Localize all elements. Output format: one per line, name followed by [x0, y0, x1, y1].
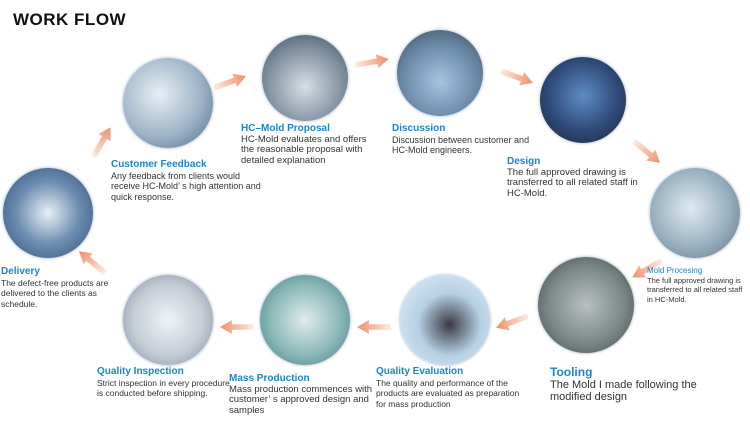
- step-title: Design: [507, 156, 541, 167]
- design-photo: [540, 57, 626, 143]
- discussion-photo: [397, 30, 483, 116]
- step-description: The full approved drawing is transferred…: [507, 166, 638, 199]
- quality-inspection-photo: [123, 275, 213, 365]
- step-title: Delivery: [1, 266, 40, 277]
- tooling-photo: [538, 257, 634, 353]
- step-description: The quality and performance of the produ…: [376, 377, 520, 409]
- step-description: Mass production commences with customer’…: [229, 383, 373, 416]
- step-description: The defect-free products are delivered t…: [1, 277, 109, 309]
- customer-feedback-photo: [123, 58, 213, 148]
- arrow-icon: [87, 124, 116, 160]
- quality-evaluation-photo: [400, 275, 490, 365]
- step-title: Tooling: [550, 365, 593, 379]
- step-description: The full approved drawing is transferred…: [647, 275, 743, 304]
- step-description: Discussion between customer and HC-Mold …: [392, 134, 530, 156]
- step-title: Discussion: [392, 123, 446, 134]
- arrow-icon: [357, 320, 391, 334]
- arrow-icon: [354, 52, 390, 72]
- arrow-icon: [220, 320, 254, 334]
- step-description: HC-Mold evaluates and offers the reasona…: [241, 133, 367, 166]
- proposal-photo: [262, 35, 348, 121]
- page-title: WORK FLOW: [13, 10, 127, 29]
- mass-production-photo: [260, 275, 350, 365]
- step-description: Any feedback from clients would receive …: [111, 170, 261, 202]
- mold-processing-photo: [650, 168, 740, 258]
- step-title: HC–Mold Proposal: [241, 123, 330, 134]
- arrow-icon: [494, 310, 531, 335]
- step-title: Customer Feedback: [111, 159, 207, 170]
- step-title: Mass Production: [229, 373, 310, 384]
- step-title: Mold Procesing: [647, 266, 703, 275]
- arrow-icon: [212, 70, 249, 95]
- step-title: Quality Evaluation: [376, 366, 464, 377]
- arrow-icon: [499, 65, 536, 90]
- step-description: Strict inspection in every procedure is …: [97, 377, 230, 399]
- step-description: The Mold I made following the modified d…: [550, 378, 697, 404]
- delivery-photo: [3, 168, 93, 258]
- step-title: Quality Inspection: [97, 366, 184, 377]
